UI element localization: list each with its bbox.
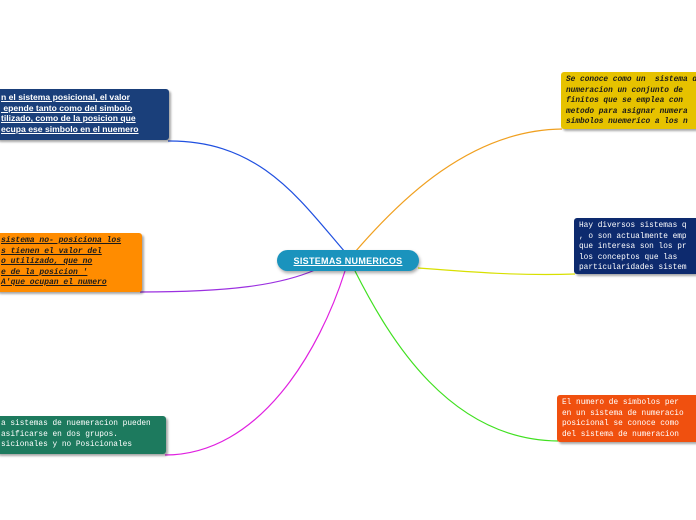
link-non-positional bbox=[139, 269, 316, 293]
node-definition[interactable]: Se conoce como un sistema d numeracion u… bbox=[561, 72, 696, 129]
central-topic[interactable]: SISTEMAS NUMERICOS bbox=[277, 250, 419, 271]
node-positional-system[interactable]: n el sistema posicional, el valor epende… bbox=[0, 89, 169, 140]
node-classification[interactable]: a sistemas de nuemeracion pueden asifica… bbox=[0, 416, 166, 454]
link-positional bbox=[167, 140, 346, 253]
node-classification-text: a sistemas de nuemeracion pueden asifica… bbox=[1, 420, 151, 449]
node-positional-system-text: n el sistema posicional, el valor epende… bbox=[1, 92, 139, 134]
link-base bbox=[354, 270, 559, 442]
node-non-positional-system[interactable]: sistema no- posiciona los s tienen el va… bbox=[0, 233, 142, 292]
node-non-positional-system-text: sistema no- posiciona los s tienen el va… bbox=[1, 236, 122, 287]
node-base[interactable]: El numero de simbolos per en un sistema … bbox=[557, 395, 696, 442]
node-definition-text: Se conoce como un sistema d numeracion u… bbox=[566, 76, 696, 126]
node-diverse-systems[interactable]: Hay diversos sistemas q , o son actualme… bbox=[574, 218, 696, 274]
node-base-text: El numero de simbolos per en un sistema … bbox=[562, 399, 684, 439]
central-topic-label: SISTEMAS NUMERICOS bbox=[293, 255, 403, 266]
link-definition bbox=[354, 128, 563, 253]
node-diverse-systems-text: Hay diversos sistemas q , o son actualme… bbox=[579, 222, 687, 272]
link-classification bbox=[164, 270, 346, 456]
link-diverse bbox=[417, 267, 576, 276]
